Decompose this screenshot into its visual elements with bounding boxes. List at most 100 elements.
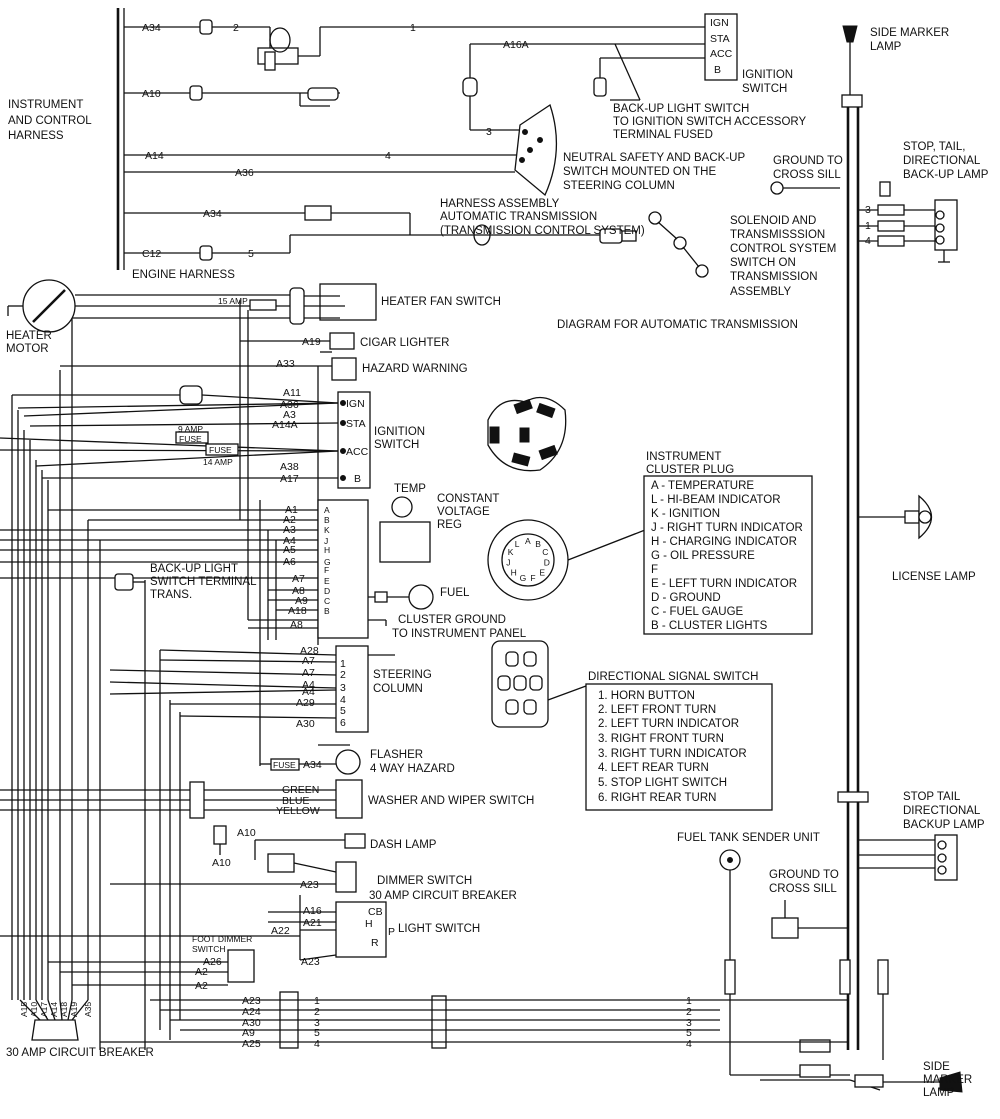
dimmer-switch-label: DIMMER SWITCH: [377, 875, 472, 887]
pin-label: 1: [314, 995, 320, 1007]
heater-fan-switch-label: HEATER FAN SWITCH: [381, 296, 501, 308]
circuit-breaker-label: 30 AMP CIRCUIT BREAKER: [369, 890, 517, 902]
pin-letter: B: [324, 606, 330, 616]
cluster-legend-item: K - IGNITION: [651, 508, 720, 520]
wire-label: A33: [276, 358, 295, 370]
breaker-wire: A14: [49, 1002, 59, 1017]
pin-label: 6: [340, 717, 346, 729]
pin-letter: B: [324, 515, 330, 525]
ls-term: CB: [368, 906, 383, 918]
svg-text:IGNITION: IGNITION: [742, 69, 793, 81]
wire-label: A16: [303, 905, 322, 917]
svg-text:CROSS SILL: CROSS SILL: [769, 883, 837, 895]
svg-text:FOOT DIMMER: FOOT DIMMER: [192, 934, 252, 944]
cluster-plug-legend: INSTRUMENT CLUSTER PLUG A - TEMPERATURE …: [643, 451, 813, 635]
fuse-amp: 14 AMP: [203, 457, 233, 467]
svg-text:TO INSTRUMENT PANEL: TO INSTRUMENT PANEL: [392, 628, 527, 640]
svg-text:DIRECTIONAL: DIRECTIONAL: [903, 805, 981, 817]
wire-label: A1: [285, 504, 298, 516]
plug-pin-letter: F: [530, 573, 535, 583]
wire-label: A8: [292, 585, 305, 597]
pin-letter: D: [324, 586, 330, 596]
breaker-wire: A17: [39, 1002, 49, 1017]
wire-label: A10: [237, 827, 256, 839]
wire-label: A3: [283, 409, 296, 421]
fuse-label: FUSE: [209, 445, 232, 455]
svg-text:INSTRUMENT: INSTRUMENT: [8, 99, 83, 111]
pin-letter: F: [324, 565, 329, 575]
wire-label: A30: [242, 1017, 261, 1029]
plug-pin-letter: E: [539, 567, 545, 577]
cluster-legend-item: C - FUEL GAUGE: [651, 606, 744, 618]
engine-harness-label: ENGINE HARNESS: [132, 269, 235, 281]
cluster-legend-item: J - RIGHT TURN INDICATOR: [651, 522, 803, 534]
plug-pin-letter: K: [508, 547, 514, 557]
svg-text:TO IGNITION SWITCH ACCESSORY: TO IGNITION SWITCH ACCESSORY: [613, 116, 807, 128]
directional-item: 6. RIGHT REAR TURN: [598, 792, 716, 804]
wire-label: A28: [300, 645, 319, 657]
pin-letter: G: [324, 557, 331, 567]
wire-label: A16A: [503, 39, 529, 51]
cluster-legend-item: G - OIL PRESSURE: [651, 550, 755, 562]
svg-text:BACK-UP LAMP: BACK-UP LAMP: [903, 169, 989, 181]
wire-label: A21: [303, 917, 322, 929]
wire-label: A10: [142, 88, 161, 100]
pin-label: 4: [340, 694, 346, 706]
diagram-title: DIAGRAM FOR AUTOMATIC TRANSMISSION: [557, 319, 798, 331]
cluster-legend-item: H - CHARGING INDICATOR: [651, 536, 797, 548]
ign-terminal: ACC: [710, 48, 733, 60]
svg-text:INSTRUMENT: INSTRUMENT: [646, 451, 721, 463]
pin-letter: A: [324, 505, 330, 515]
wire-label: A14: [145, 150, 164, 162]
main-wiring: [0, 279, 848, 1050]
wire-label: A25: [242, 1038, 261, 1050]
svg-text:TERMINAL FUSED: TERMINAL FUSED: [613, 129, 713, 141]
wire-label: A2: [283, 514, 296, 526]
fuse-label: FUSE: [179, 434, 202, 444]
wire-label: A7: [302, 667, 315, 679]
svg-text:SWITCH MOUNTED ON THE: SWITCH MOUNTED ON THE: [563, 166, 716, 178]
svg-text:SWITCH TERMINAL: SWITCH TERMINAL: [150, 576, 257, 588]
directional-item: 5. STOP LIGHT SWITCH: [598, 777, 727, 789]
wire-label: A22: [271, 925, 290, 937]
plug-pin-letter: B: [535, 539, 541, 549]
svg-text:SIDE MARKER: SIDE MARKER: [870, 27, 949, 39]
plug-pin-letter: D: [544, 558, 550, 568]
wire-label: A29: [296, 697, 315, 709]
pin-label: 1: [865, 220, 871, 232]
directional-item: 3. RIGHT TURN INDICATOR: [598, 748, 747, 760]
svg-text:GROUND TO: GROUND TO: [769, 869, 839, 881]
svg-text:CLUSTER GROUND: CLUSTER GROUND: [398, 614, 506, 626]
svg-text:LAMP: LAMP: [870, 41, 902, 53]
pin-label: 5: [686, 1027, 692, 1039]
breaker-wire: A19: [69, 1002, 79, 1017]
wire-label: A2: [195, 966, 208, 978]
plug-pin-letter: C: [542, 547, 548, 557]
wire-label: C12: [142, 248, 161, 260]
svg-text:STEERING COLUMN: STEERING COLUMN: [563, 180, 675, 192]
temp-label: TEMP: [394, 483, 426, 495]
pin-label: 4: [314, 1038, 320, 1050]
svg-text:SIDE: SIDE: [923, 1061, 950, 1073]
ign-terminal: ACC: [346, 446, 369, 458]
wire-label: A14A: [272, 419, 298, 431]
wire-label: A34: [142, 22, 161, 34]
pin-label: 4: [865, 235, 871, 247]
pin-letter: E: [324, 576, 330, 586]
wire-number: 5: [248, 248, 254, 260]
ign-terminal: STA: [710, 33, 730, 45]
ign-terminal: IGN: [710, 17, 729, 29]
pin-label: 1: [686, 995, 692, 1007]
svg-text:SWITCH ON: SWITCH ON: [730, 257, 796, 269]
svg-text:SOLENOID AND: SOLENOID AND: [730, 215, 816, 227]
fuel-tank-label: FUEL TANK SENDER UNIT: [677, 832, 820, 844]
cluster-legend-item: D - GROUND: [651, 592, 721, 604]
svg-text:4 WAY HAZARD: 4 WAY HAZARD: [370, 763, 455, 775]
fuse-label: FUSE: [273, 760, 296, 770]
pin-label: 3: [340, 682, 346, 694]
wire-color: BLUE: [282, 795, 309, 807]
wire-label: A23: [300, 879, 319, 891]
connector-pictures: [487, 396, 646, 728]
wire-label: A23: [242, 995, 261, 1007]
cluster-legend-item: F: [651, 564, 658, 576]
